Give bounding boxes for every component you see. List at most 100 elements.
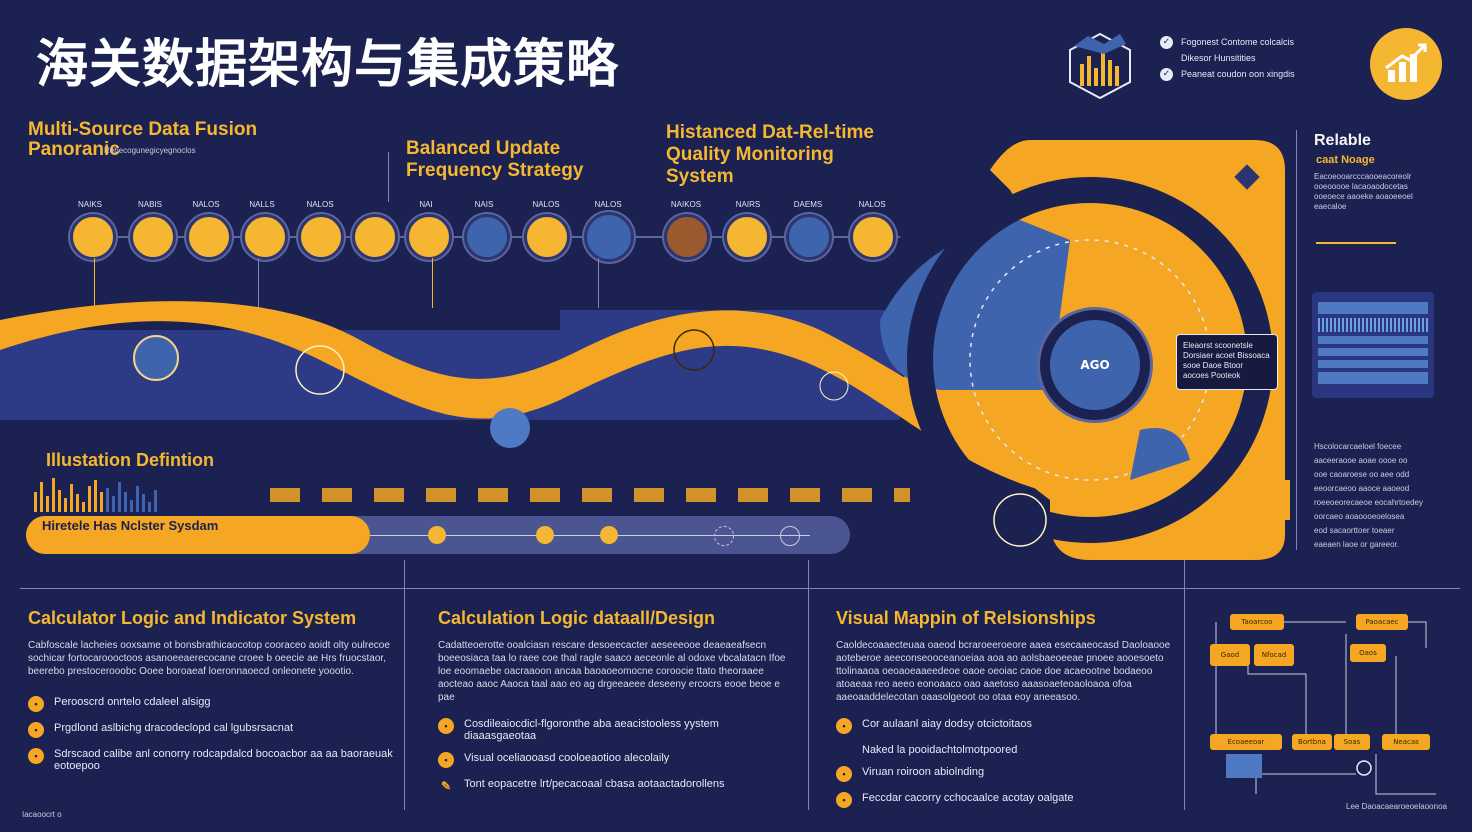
bullet-text: Cor aulaanl aiay dodsy otcictoitaos <box>862 718 1032 730</box>
column-divider <box>1184 560 1185 810</box>
section-body: Cadatteoerotte ooalciasn rescare desoeec… <box>438 640 786 703</box>
legend-label: Dikesor Hunsitities <box>1181 53 1256 63</box>
bullet-item: Naked la pooidachtolmotpoored <box>836 744 1172 756</box>
bullet-icon: • <box>28 696 44 712</box>
page-title: 海关数据架构与集成策略 <box>36 35 620 95</box>
reliable-notes: Eacoeooarcccaooeacoreolr ooeooooe lacaoa… <box>1314 172 1454 212</box>
divider <box>1296 130 1297 550</box>
bullet-text: Visual oceliaooasd cooloeaotioo alecolai… <box>464 752 670 764</box>
right-notes: Hscolocarcaeloel foecee aaceeraooe aoae … <box>1314 440 1444 552</box>
flow-box: Paoacaec <box>1356 614 1408 630</box>
bullet-icon: • <box>28 722 44 738</box>
bullet-item: •Cosdileaiocdicl-flgoronthe aba aeacisto… <box>438 718 794 742</box>
timeline-node <box>584 212 634 262</box>
check-icon: ✓ <box>1160 35 1173 49</box>
timeline-label: DAEMS <box>793 200 823 209</box>
bullet-item: • Sdrscaod calibe anl conorry rodcapdalcd… <box>28 748 396 772</box>
bullet-item: •Visual oceliaooasd cooloeaotioo alecola… <box>438 752 794 768</box>
note-line: eod sacaorttoer toeaer <box>1314 526 1395 535</box>
timeline-label: NAIKS <box>77 200 102 209</box>
pill-step-icon <box>600 526 618 544</box>
flow-box: Neacas <box>1382 734 1430 750</box>
bullet-item: •Feccdar cacorry cchocaalce acotay oalga… <box>836 792 1172 808</box>
timeline-label: NALLS <box>249 200 275 209</box>
balanced-heading: Balanced Update Frequency Strategy <box>406 138 584 181</box>
footer-section: Calculator Logic and Indicator System Ca… <box>28 608 396 782</box>
timeline-label: NAIRS <box>735 200 761 209</box>
legend-item: ✓ Fogonest Contome colcalcis <box>1160 34 1360 50</box>
note-line: aaceeraooe aoae oooe oo <box>1314 456 1408 465</box>
timeline-node <box>186 214 232 260</box>
flow-box: Bortbna <box>1292 734 1332 750</box>
data-cube-icon <box>1064 30 1136 102</box>
table-row <box>1318 336 1428 344</box>
footer-note: Iacaoocrt o <box>22 810 62 819</box>
timeline-label: NALOS <box>532 200 560 209</box>
table-row <box>1318 318 1428 332</box>
bullet-item: •Perooscrd onrtelo cdaleel alsigg <box>28 696 396 712</box>
bullet-text: Prgdlond aslbichg dracodeclopd cal lgubs… <box>54 722 294 734</box>
timeline-label: NABIS <box>137 200 162 209</box>
legend-label: Peaneat coudon oon xingdis <box>1181 69 1295 79</box>
note-line: ooeooooe lacaoaodocetas <box>1314 182 1408 191</box>
flow-box: Taoarcoo <box>1230 614 1284 630</box>
note-line: ooe caoaroese oo aee odd <box>1314 470 1410 479</box>
flow-box: Nfocad <box>1254 644 1294 666</box>
bullet-text: Sdrscaod calibe anl conorry rodcapdalcd … <box>54 748 393 772</box>
check-icon: ✓ <box>1160 67 1173 81</box>
note-line: Hscolocarcaeloel foecee <box>1314 442 1402 451</box>
connector <box>94 258 95 318</box>
bullet-icon: • <box>836 766 852 782</box>
table-row <box>1318 360 1428 368</box>
bullet-item: •Viruan roiroon abiolnding <box>836 766 1172 782</box>
section-heading: Calculation Logic dataall/Design <box>438 608 716 628</box>
section-heading: Visual Mappin of Relsionships <box>836 608 1096 628</box>
section-body: Cabfoscale lacheies ooxsame ot bonsbrath… <box>28 640 390 677</box>
table-row <box>1318 372 1428 384</box>
pill-step-icon <box>536 526 554 544</box>
timeline-node <box>724 214 770 260</box>
growth-chart-icon <box>1370 28 1442 100</box>
connector <box>432 258 433 308</box>
illustration-heading: Illustation Defintion <box>46 450 214 470</box>
timeline-node <box>850 214 896 260</box>
note-line: eeoorcaeoo aaoce aaoeod <box>1314 484 1410 493</box>
timeline-node <box>524 214 570 260</box>
metric-strip <box>270 488 910 502</box>
column-divider <box>808 560 809 810</box>
bullet-icon: • <box>438 718 454 734</box>
table-row <box>1318 302 1428 314</box>
slider-track <box>1316 242 1396 244</box>
hub-info-text: Eleaorst scoonetsle Dorsiaer acoet Bisso… <box>1183 341 1270 380</box>
divider <box>388 152 389 202</box>
footer-section: Calculation Logic dataall/Design Cadatte… <box>438 608 794 804</box>
pill-label: Hiretele Has Nclster Sysdam <box>42 518 219 533</box>
legend-label: Fogonest Contome colcalcis <box>1181 37 1295 47</box>
multi-source-subheading: Rebecogunegicyegnoclos <box>104 146 196 155</box>
legend: ✓ Fogonest Contome colcalcis Dikesor Hun… <box>1160 34 1360 82</box>
pill-step-icon <box>428 526 446 544</box>
timeline-label: NAIKOS <box>670 200 702 209</box>
timeline-label: NALOS <box>306 200 334 209</box>
bullet-text: Tont eopacetre lrt/pecacoaal cbasa aotaa… <box>464 778 725 790</box>
pill-step-icon <box>780 526 800 546</box>
legend-item: ✓ Peaneat coudon oon xingdis <box>1160 66 1360 82</box>
flow-box: Oaos <box>1350 644 1386 662</box>
bullet-icon: • <box>836 718 852 734</box>
bullet-icon: • <box>28 748 44 764</box>
section-divider <box>20 588 1460 589</box>
section-body: Caoldecoaaecteuaa oaeod bcraroeeroeore a… <box>836 640 1171 703</box>
timeline-node <box>130 214 176 260</box>
data-flow-wave <box>0 301 1290 520</box>
timeline-node <box>298 214 344 260</box>
timeline-label: NAI <box>419 200 433 209</box>
timeline-node <box>664 214 710 260</box>
timeline-node <box>464 214 510 260</box>
reliable-subheading: caat Noage <box>1316 154 1375 166</box>
note-line: roeeoeorecaeoe eocahrtoedey <box>1314 498 1423 507</box>
note-line: oorcaeo aoaoooeoelosea <box>1314 512 1405 521</box>
relationship-flow-diagram: Taoarcoo Paoacaec Gaod Nfocad Oaos Ecoae… <box>1196 604 1456 804</box>
pill-line <box>370 535 810 536</box>
timeline-label: NALOS <box>594 200 622 209</box>
bullet-text: Feccdar cacorry cchocaalce acotay oalgat… <box>862 792 1074 804</box>
